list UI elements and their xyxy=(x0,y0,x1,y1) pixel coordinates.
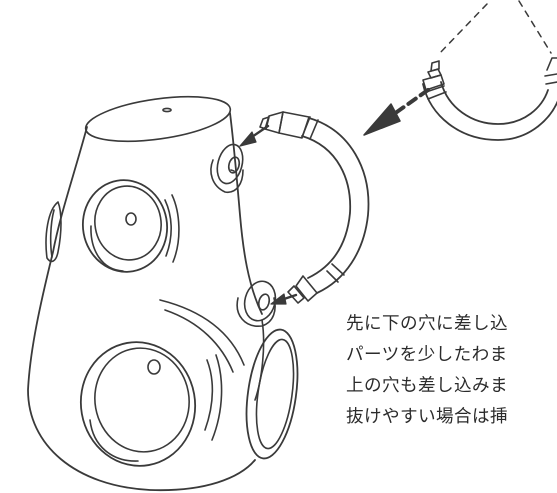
instruction-text: 先に下の穴に差し込 パーツを少したわま 上の穴も差し込みま 抜けやすい場合は挿 xyxy=(346,309,508,433)
inset-guide-lines xyxy=(437,0,552,56)
inset-curved-part xyxy=(422,57,557,141)
dashed-arrow xyxy=(363,88,430,136)
instruction-line-4: 抜けやすい場合は挿 xyxy=(346,407,508,427)
insertion-arrows xyxy=(239,124,298,305)
instruction-line-1: 先に下の穴に差し込 xyxy=(346,314,508,334)
curved-part xyxy=(259,111,370,304)
instruction-line-2: パーツを少したわま xyxy=(346,345,508,365)
instruction-line-3: 上の穴も差し込みま xyxy=(346,376,508,396)
main-body xyxy=(27,95,299,492)
